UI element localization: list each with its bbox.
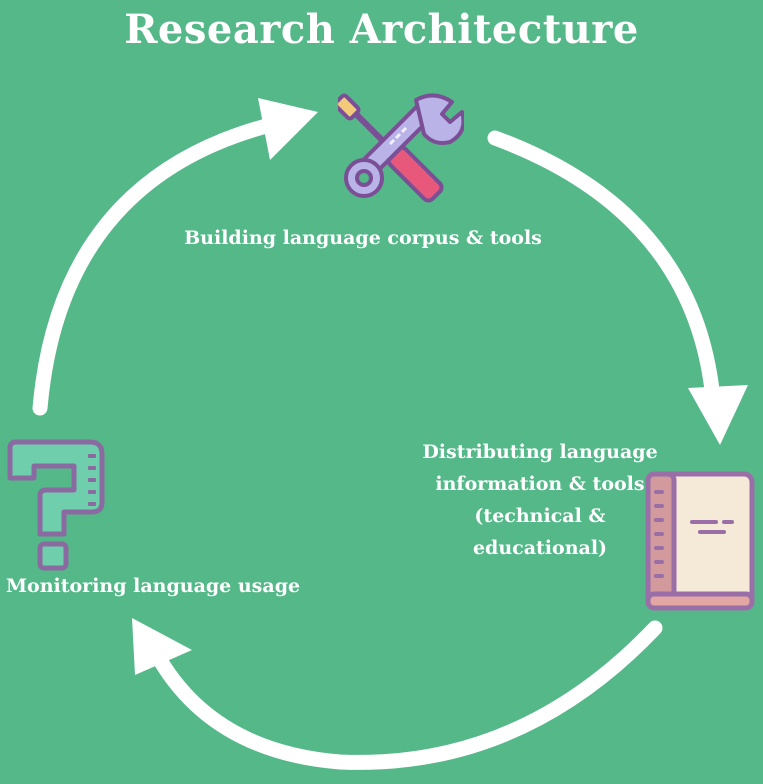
- step-label-line: (technical &: [474, 505, 606, 527]
- step-label-line: information & tools: [435, 473, 645, 495]
- book-icon: [645, 471, 755, 611]
- step-label-distributing: Distributing language information & tool…: [410, 436, 670, 564]
- arrowhead-to-distributing: [688, 385, 748, 445]
- diagram-title: Research Architecture: [124, 6, 639, 53]
- step-label-line: Distributing language: [422, 441, 658, 463]
- step-label-line: educational): [472, 537, 608, 559]
- step-label-building: Building language corpus & tools: [184, 227, 542, 249]
- arrow-to-building: [32, 117, 278, 416]
- wrench-screwdriver-icon: [338, 93, 464, 203]
- arrow-to-monitoring: [152, 620, 663, 770]
- arrowhead-to-building: [258, 98, 318, 160]
- arrow-to-distributing: [487, 130, 720, 398]
- question-mark-icon: [7, 439, 105, 571]
- arrowhead-to-monitoring: [132, 618, 192, 675]
- step-label-monitoring: Monitoring language usage: [6, 575, 301, 597]
